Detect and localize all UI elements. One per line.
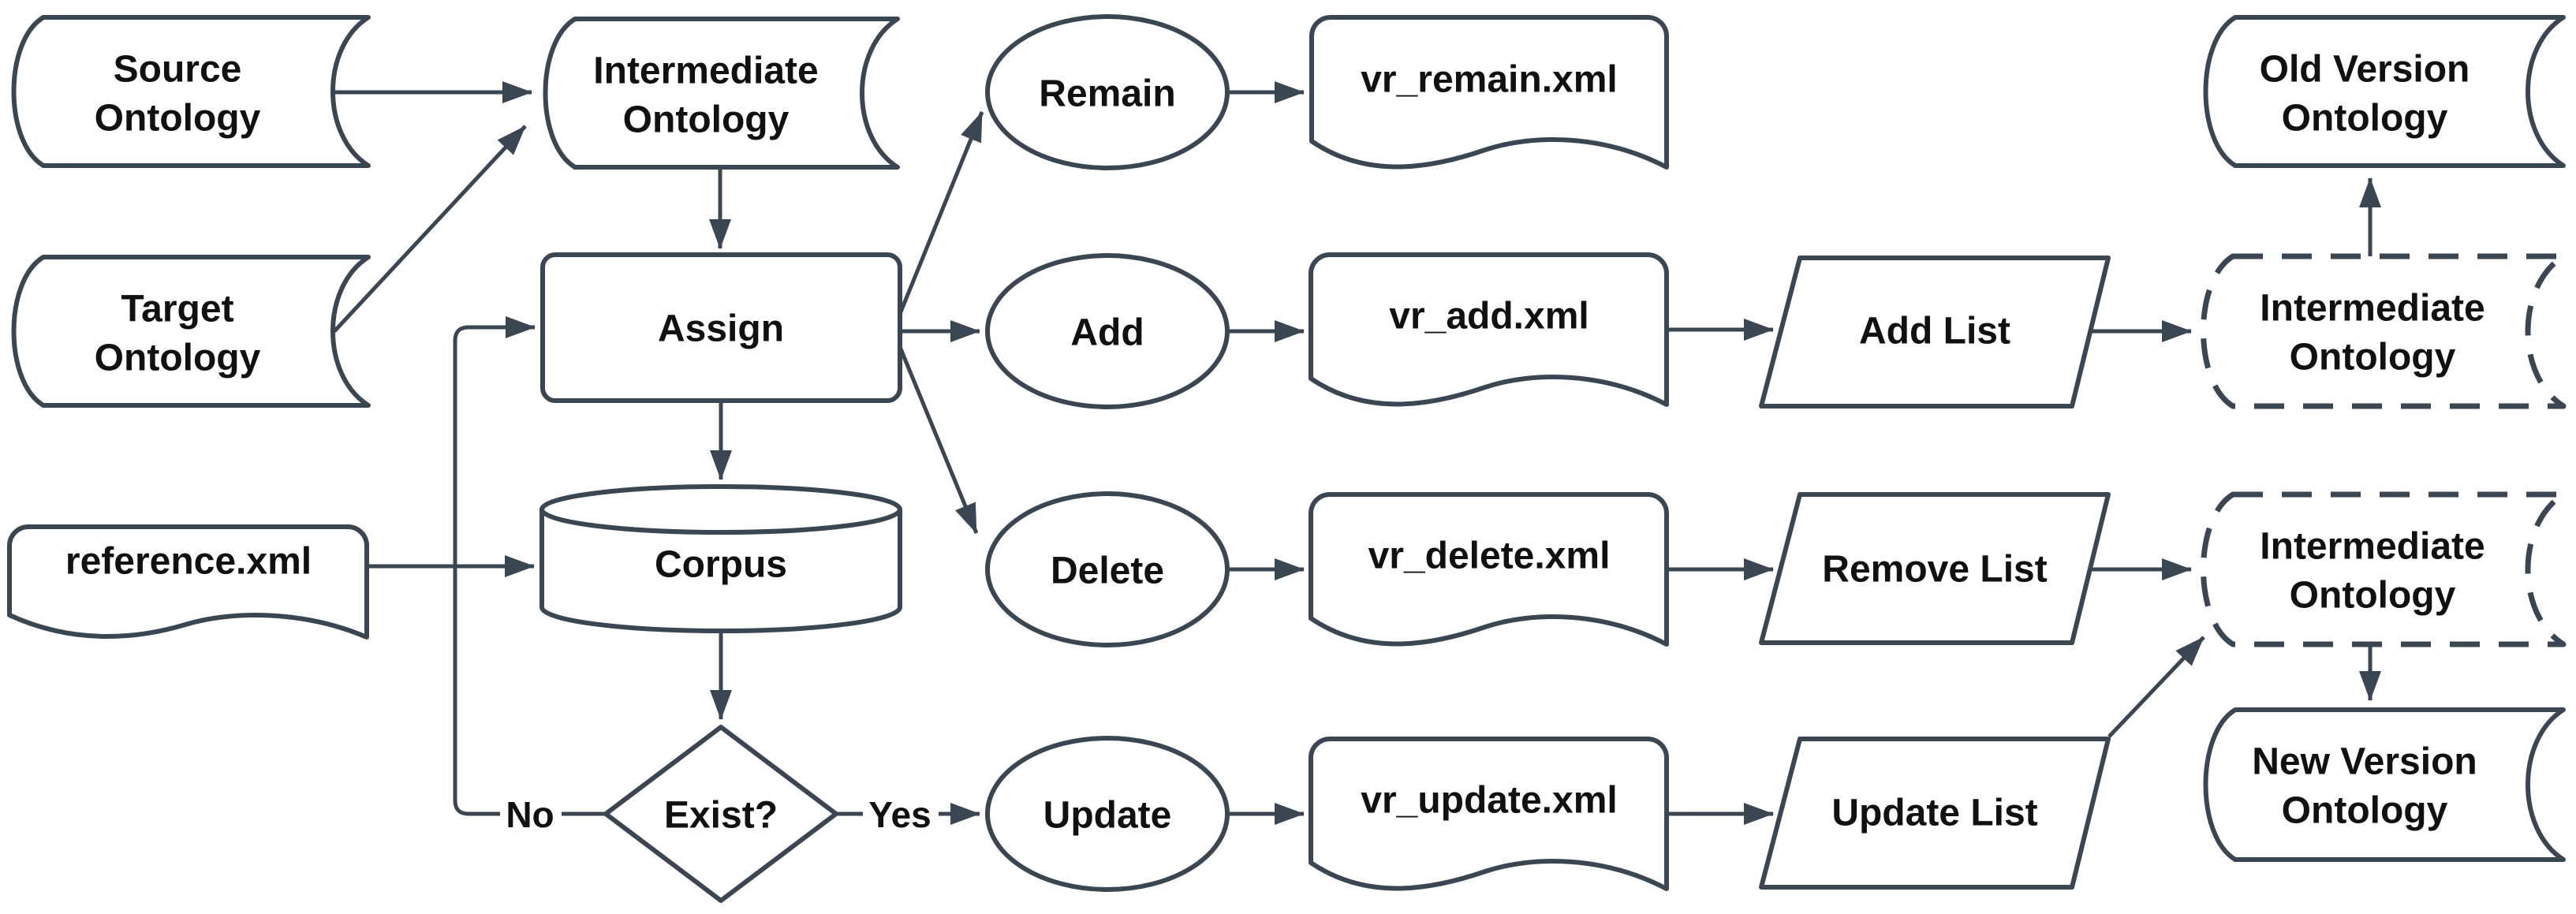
edge-target-to-intermediate bbox=[333, 125, 527, 333]
node-label: Remove List bbox=[1822, 549, 2047, 591]
stored-data-shape bbox=[2203, 707, 2566, 862]
node-label: Update bbox=[1043, 795, 1172, 837]
node-label: vr_add.xml bbox=[1389, 296, 1589, 338]
edge-label-no: No bbox=[506, 794, 554, 835]
node-delete: Delete bbox=[985, 491, 1230, 647]
node-label: vr_delete.xml bbox=[1368, 535, 1611, 577]
node-vr-update-xml: vr_update.xml bbox=[1309, 737, 1669, 891]
node-label: Ontology bbox=[95, 98, 261, 140]
parallelogram-shape bbox=[1759, 492, 2111, 645]
node-label: Exist? bbox=[664, 795, 778, 837]
node-label: reference.xml bbox=[65, 541, 312, 583]
node-label: Intermediate bbox=[2260, 288, 2485, 330]
node-label: Ontology bbox=[2282, 98, 2448, 140]
database-cylinder-body bbox=[539, 509, 902, 633]
node-vr-add-xml: vr_add.xml bbox=[1309, 252, 1669, 407]
node-intermediate-ontology: Intermediate Ontology bbox=[543, 17, 900, 170]
node-label: Add bbox=[1070, 312, 1144, 354]
document-shape bbox=[7, 524, 369, 640]
edges bbox=[333, 81, 2381, 825]
document-shape bbox=[1309, 737, 1669, 891]
edge-exist-no-to-assign bbox=[453, 316, 606, 816]
parallelogram-shape bbox=[1759, 256, 2111, 409]
document-shape bbox=[1309, 492, 1669, 647]
node-remove-list: Remove List bbox=[1759, 492, 2111, 645]
edge-assign-to-delete bbox=[898, 346, 979, 534]
node-intermediate-ontology-dashed-1: Intermediate Ontology bbox=[2201, 253, 2567, 409]
node-label: Source bbox=[114, 49, 242, 91]
process-shape bbox=[540, 252, 902, 403]
stored-data-shape bbox=[11, 255, 371, 408]
node-update: Update bbox=[985, 736, 1230, 892]
node-label: Update List bbox=[1831, 793, 2037, 834]
node-label: vr_update.xml bbox=[1361, 780, 1617, 822]
node-label: Delete bbox=[1051, 550, 1164, 592]
node-source-ontology: Source Ontology bbox=[11, 15, 371, 168]
node-label: Ontology bbox=[2290, 337, 2456, 379]
database-cylinder-top bbox=[539, 484, 902, 535]
node-vr-remain-xml: vr_remain.xml bbox=[1309, 15, 1669, 170]
parallelogram-shape bbox=[1759, 737, 2111, 890]
stored-data-shape bbox=[543, 17, 900, 170]
node-target-ontology: Target Ontology bbox=[11, 255, 371, 408]
ellipse-shape bbox=[985, 14, 1230, 170]
node-label: Corpus bbox=[655, 544, 787, 586]
ellipse-shape bbox=[985, 736, 1230, 892]
node-label: Intermediate bbox=[593, 50, 818, 92]
node-label: Ontology bbox=[95, 338, 261, 379]
document-shape bbox=[1309, 252, 1669, 407]
edge-update-list-to-intermediate-dashed-2 bbox=[2107, 636, 2205, 738]
node-old-version-ontology: Old Version Ontology bbox=[2203, 15, 2566, 168]
decision-diamond-shape bbox=[603, 725, 838, 903]
node-assign: Assign bbox=[540, 252, 902, 403]
node-add-list: Add List bbox=[1759, 256, 2111, 409]
edge-label-yes: Yes bbox=[868, 794, 931, 835]
node-vr-delete-xml: vr_delete.xml bbox=[1309, 492, 1669, 647]
ellipse-shape bbox=[985, 253, 1230, 409]
node-label: Ontology bbox=[2290, 575, 2456, 617]
stored-data-shape bbox=[2203, 15, 2566, 168]
yes-label-mask bbox=[863, 792, 939, 836]
node-add: Add bbox=[985, 253, 1230, 409]
stored-data-dashed-shape bbox=[2201, 491, 2567, 647]
node-label: Intermediate bbox=[2260, 526, 2485, 568]
node-corpus: Corpus bbox=[539, 484, 902, 633]
node-label: Assign bbox=[658, 308, 784, 350]
stored-data-dashed-shape bbox=[2201, 253, 2567, 409]
node-label: Ontology bbox=[623, 99, 790, 141]
document-shape bbox=[1309, 15, 1669, 170]
node-label: Ontology bbox=[2282, 790, 2448, 832]
node-exist-decision: Exist? bbox=[603, 725, 838, 903]
edge-assign-to-remain bbox=[898, 111, 984, 315]
node-label: Remain bbox=[1039, 73, 1175, 115]
node-new-version-ontology: New Version Ontology bbox=[2203, 707, 2566, 862]
node-label: Target bbox=[121, 289, 233, 330]
node-label: vr_remain.xml bbox=[1361, 59, 1618, 101]
ellipse-shape bbox=[985, 491, 1230, 647]
node-remain: Remain bbox=[985, 14, 1230, 170]
no-label-mask bbox=[500, 792, 562, 836]
stored-data-shape bbox=[11, 15, 371, 168]
node-intermediate-ontology-dashed-2: Intermediate Ontology bbox=[2201, 491, 2567, 647]
node-label: Old Version bbox=[2260, 49, 2470, 91]
edge-labels: No Yes bbox=[500, 792, 939, 836]
node-label: New Version bbox=[2252, 741, 2477, 783]
node-label: Add List bbox=[1859, 311, 2010, 353]
node-reference-xml: reference.xml bbox=[7, 524, 369, 640]
node-update-list: Update List bbox=[1759, 737, 2111, 890]
